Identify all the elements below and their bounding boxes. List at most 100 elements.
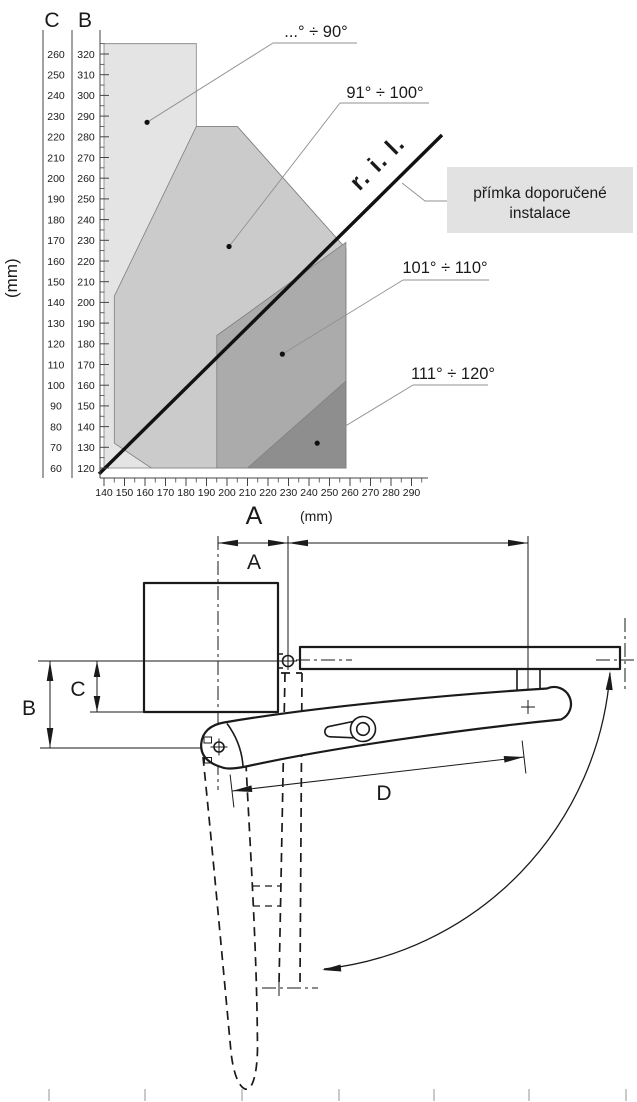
open-leaf-dashed xyxy=(202,756,259,1090)
plus-mark xyxy=(521,700,535,714)
svg-text:180: 180 xyxy=(177,487,195,499)
svg-text:170: 170 xyxy=(77,359,95,371)
installation-side-view: A B C D xyxy=(22,536,634,1101)
svg-text:200: 200 xyxy=(218,487,236,499)
svg-text:150: 150 xyxy=(77,401,95,413)
svg-text:300: 300 xyxy=(77,90,95,102)
svg-text:190: 190 xyxy=(47,194,65,206)
svg-text:160: 160 xyxy=(136,487,154,499)
motor-housing xyxy=(142,581,280,714)
dimension-b: B xyxy=(22,661,54,748)
svg-text:240: 240 xyxy=(300,487,318,499)
anchor-dot xyxy=(279,351,285,357)
svg-text:250: 250 xyxy=(47,70,65,82)
svg-text:130: 130 xyxy=(47,318,65,330)
svg-text:90: 90 xyxy=(50,401,62,413)
svg-text:200: 200 xyxy=(47,173,65,185)
dim-label-c: C xyxy=(70,678,85,701)
ril-line xyxy=(97,133,444,476)
svg-text:280: 280 xyxy=(382,487,400,499)
svg-text:230: 230 xyxy=(77,235,95,247)
region-range-111-120 xyxy=(246,380,347,469)
svg-text:220: 220 xyxy=(259,487,277,499)
svg-text:160: 160 xyxy=(47,256,65,268)
svg-text:260: 260 xyxy=(47,49,65,61)
gate-bracket xyxy=(516,669,541,690)
svg-text:270: 270 xyxy=(77,152,95,164)
region-label: 91° ÷ 100° xyxy=(346,84,423,102)
ril-callout-text: přímka doporučené xyxy=(473,185,607,202)
region-label: ...° ÷ 90° xyxy=(284,23,348,41)
svg-text:150: 150 xyxy=(116,487,134,499)
svg-text:270: 270 xyxy=(362,487,380,499)
svg-text:180: 180 xyxy=(77,339,95,351)
y-axis-unit: (mm) xyxy=(2,258,21,298)
axes xyxy=(42,30,428,479)
y-axis-header-c: C xyxy=(44,9,59,32)
ril-leader xyxy=(401,182,447,202)
svg-text:170: 170 xyxy=(157,487,175,499)
svg-text:220: 220 xyxy=(47,132,65,144)
svg-text:290: 290 xyxy=(77,111,95,123)
svg-text:210: 210 xyxy=(239,487,257,499)
svg-text:210: 210 xyxy=(47,152,65,164)
arm-pivot xyxy=(203,736,228,764)
svg-text:240: 240 xyxy=(77,214,95,226)
svg-text:250: 250 xyxy=(77,194,95,206)
bottom-centerline xyxy=(262,980,318,996)
x-axis-unit: (mm) xyxy=(300,508,333,524)
dim-label-d: D xyxy=(376,782,391,805)
svg-text:220: 220 xyxy=(77,256,95,268)
dimension-c: C xyxy=(70,661,101,712)
svg-text:170: 170 xyxy=(47,235,65,247)
svg-text:160: 160 xyxy=(77,380,95,392)
svg-text:180: 180 xyxy=(47,214,65,226)
installation-chart: 3202603102503002402902302802202702102602… xyxy=(2,9,633,530)
svg-text:230: 230 xyxy=(47,111,65,123)
anchor-dot xyxy=(144,119,150,125)
page-edge-ticks xyxy=(48,1089,627,1101)
svg-text:120: 120 xyxy=(77,463,95,475)
swing-arc xyxy=(322,671,613,972)
svg-text:100: 100 xyxy=(47,380,65,392)
svg-text:250: 250 xyxy=(321,487,339,499)
y-axis-header-b: B xyxy=(78,9,92,32)
svg-text:310: 310 xyxy=(77,70,95,82)
anchor-dot xyxy=(314,440,320,446)
svg-text:110: 110 xyxy=(48,359,65,371)
svg-text:140: 140 xyxy=(95,487,113,499)
svg-text:190: 190 xyxy=(198,487,216,499)
annotation-range-90: ...° ÷ 90° xyxy=(144,23,357,125)
svg-text:280: 280 xyxy=(77,132,95,144)
ball-joint xyxy=(278,652,297,670)
svg-text:140: 140 xyxy=(47,297,65,309)
ril-label: r. i. l. xyxy=(345,130,411,196)
svg-text:190: 190 xyxy=(77,318,95,330)
svg-text:240: 240 xyxy=(47,90,65,102)
x-axis-label: A xyxy=(246,502,263,530)
svg-text:130: 130 xyxy=(77,442,95,454)
svg-text:290: 290 xyxy=(403,487,421,499)
svg-text:230: 230 xyxy=(280,487,298,499)
annotation-range-91-100: 91° ÷ 100° xyxy=(226,84,429,250)
svg-text:210: 210 xyxy=(77,277,95,289)
keyhole-slot xyxy=(324,715,377,743)
gate-bar xyxy=(298,645,622,671)
dimension-a: A xyxy=(218,539,528,574)
anchor-dot xyxy=(226,243,232,250)
region-label: 101° ÷ 110° xyxy=(402,259,487,277)
svg-text:80: 80 xyxy=(50,421,62,433)
svg-text:120: 120 xyxy=(47,339,65,351)
svg-text:150: 150 xyxy=(47,277,65,289)
svg-text:200: 200 xyxy=(77,297,95,309)
annotation-range-101-110: 101° ÷ 110° xyxy=(279,259,489,357)
svg-text:320: 320 xyxy=(77,49,95,61)
reference-lines xyxy=(40,711,202,749)
svg-text:70: 70 xyxy=(50,442,62,454)
y-axis-ticks: 3202603102503002402902302802202702102602… xyxy=(47,43,109,475)
dim-label-a: A xyxy=(247,551,261,574)
region-label: 111° ÷ 120° xyxy=(411,365,495,383)
